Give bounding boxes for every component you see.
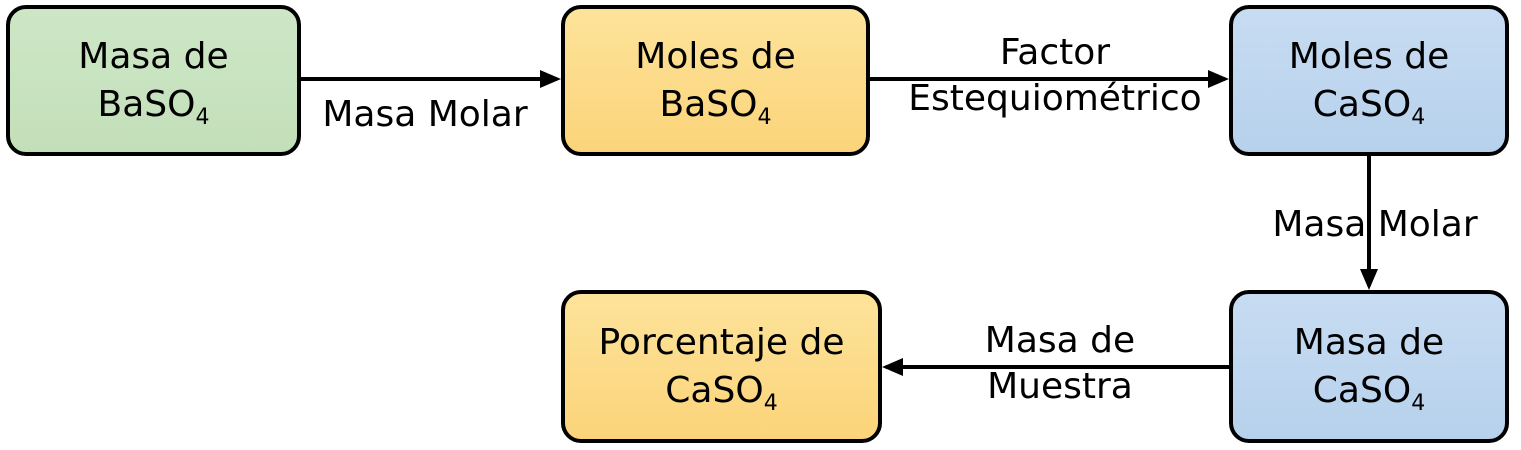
node-porcentaje-caso4-line1: Porcentaje de [598, 321, 845, 363]
node-masa-caso4: Masa de CaSO4 [1229, 290, 1509, 443]
edge-label-text: Masa Molar [322, 94, 528, 135]
edge-label-line2: Estequiométrico [908, 78, 1202, 119]
edge-label-factor-estequiometrico: Factor Estequiométrico [890, 30, 1220, 122]
formula-base: CaSO [1312, 83, 1412, 125]
node-masa-caso4-line1: Masa de [1293, 321, 1445, 363]
edge-label-masa-molar-2: Masa Molar [1255, 202, 1495, 248]
node-moles-caso4: Moles de CaSO4 [1229, 5, 1509, 156]
formula-base: BaSO [659, 83, 758, 125]
arrowhead-baso4-to-caso4 [1208, 70, 1229, 88]
formula-subscript: 4 [757, 104, 772, 130]
node-moles-caso4-line1: Moles de [1288, 35, 1450, 77]
edge-label-line1: Masa de [984, 320, 1136, 361]
node-porcentaje-caso4: Porcentaje de CaSO4 [561, 290, 882, 443]
node-masa-baso4-line1: Masa de [78, 35, 229, 77]
formula-base: CaSO [1312, 369, 1412, 411]
edge-label-masa-molar-1: Masa Molar [306, 92, 544, 138]
edge-label-line1: Factor [999, 32, 1111, 73]
arrowhead-masa-caso4-to-pct [882, 358, 903, 376]
formula-subscript: 4 [1411, 104, 1426, 130]
formula-base: BaSO [97, 83, 196, 125]
node-moles-baso4-formula: BaSO4 [660, 81, 772, 129]
node-moles-caso4-formula: CaSO4 [1313, 81, 1425, 129]
formula-subscript: 4 [1411, 390, 1426, 416]
node-porcentaje-caso4-formula: CaSO4 [665, 367, 777, 415]
formula-base: CaSO [665, 369, 764, 411]
node-moles-baso4-line1: Moles de [635, 35, 796, 77]
arrowhead-masa-to-moles-baso4 [540, 70, 561, 88]
arrowhead-moles-to-masa-caso4 [1360, 269, 1378, 290]
formula-subscript: 4 [763, 390, 778, 416]
edge-label-text: Masa Molar [1272, 204, 1478, 245]
node-masa-caso4-formula: CaSO4 [1313, 367, 1425, 415]
node-masa-baso4-formula: BaSO4 [98, 81, 210, 129]
edge-label-line2: Muestra [987, 366, 1133, 407]
edge-label-masa-de-muestra: Masa de Muestra [930, 318, 1190, 410]
node-moles-baso4: Moles de BaSO4 [561, 5, 870, 156]
node-masa-baso4: Masa de BaSO4 [6, 5, 301, 156]
formula-subscript: 4 [195, 104, 210, 130]
